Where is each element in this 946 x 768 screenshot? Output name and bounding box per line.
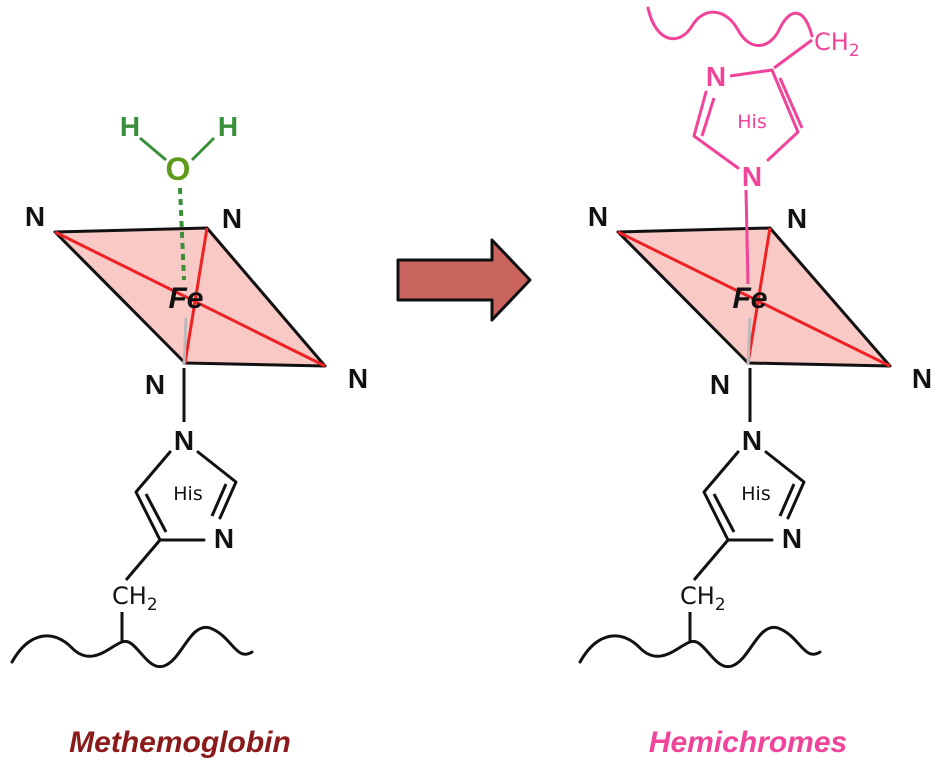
proximal-bond-hidden (182, 317, 188, 366)
distal-methylene-group: CH2 (814, 28, 860, 61)
distal-ring-left (692, 90, 740, 170)
hemichrome-nitrogen-1: N (588, 201, 608, 232)
hemichrome-histidine-label: His (741, 483, 770, 505)
hemichrome-methylene-group: CH2 (680, 582, 726, 615)
hemichrome-diagonal-2 (746, 227, 772, 364)
methemoglobin-structure: H H O Fe N N N N N N His CH2 (10, 111, 368, 669)
imidazole-nitrogen-2: N (214, 523, 234, 554)
hemichrome-double-bond-cn (778, 483, 796, 517)
distal-histidine-label: His (737, 111, 766, 133)
distal-methylene-bond (773, 38, 813, 70)
distal-imidazole-nitrogen-2: N (742, 161, 762, 192)
distal-histidine: CH2 N N His (646, 6, 860, 192)
right-arrow-icon (396, 238, 532, 322)
distal-ring-top (729, 68, 773, 78)
hemichrome-imidazole-nitrogen-1: N (742, 425, 762, 456)
o-h-bond-left (139, 136, 167, 162)
hemichrome-imidazole-nitrogen-2: N (782, 523, 802, 554)
hemichrome-double-bond-cc (712, 493, 736, 533)
hemichrome-proximal-histidine: N N His CH2 (578, 368, 822, 669)
hemichromes-structure: CH2 N N His Fe N N N N N (578, 6, 932, 669)
hemichrome-protein-backbone (578, 626, 822, 669)
o-h-bond-right (190, 136, 216, 162)
distal-double-bond-cn (700, 97, 716, 137)
imidazole-nitrogen-1: N (174, 425, 194, 456)
caption-hemichromes: Hemichromes (649, 726, 847, 759)
hemichrome-ring-right (764, 450, 806, 520)
histidine-label: His (173, 483, 202, 505)
water-ligand: H H O (120, 111, 238, 187)
n-fe-n-diagonal-1 (54, 230, 326, 368)
imidazole-ring-left (134, 450, 206, 542)
hemichrome-nitrogen-3: N (912, 363, 932, 394)
hydrogen-atom-right: H (218, 111, 238, 142)
hemichrome-ring-left (702, 450, 774, 542)
imidazole-double-bond-cc (144, 493, 168, 533)
hemichrome-diagonal-1 (617, 230, 891, 368)
iron-atom: Fe (168, 282, 203, 315)
oxygen-atom: O (166, 151, 191, 187)
distal-double-bond-cc (778, 77, 804, 129)
fe-water-coordination (178, 187, 186, 281)
fe-distal-histidine-bond (744, 189, 750, 285)
hemichrome-proximal-hidden (746, 317, 752, 366)
pyrrole-nitrogen-2: N (222, 203, 242, 234)
hemichrome-nitrogen-2: N (787, 203, 807, 234)
hemichrome-nitrogen-4: N (710, 369, 730, 400)
proximal-histidine: N N His CH2 (10, 368, 254, 669)
protein-backbone (10, 626, 254, 669)
n-fe-n-diagonal-2 (183, 227, 209, 364)
distal-protein-backbone (646, 6, 814, 47)
hydrogen-atom-left: H (120, 111, 140, 142)
caption-methemoglobin: Methemoglobin (69, 726, 291, 759)
methylene-group: CH2 (112, 582, 158, 615)
pyrrole-nitrogen-4: N (145, 369, 165, 400)
pyrrole-nitrogen-3: N (348, 363, 368, 394)
hemichrome-ring-methylene-bond (692, 539, 730, 581)
distal-imidazole-nitrogen-1: N (706, 61, 726, 92)
pyrrole-nitrogen-1: N (25, 201, 45, 232)
hemichrome-iron-atom: Fe (732, 282, 767, 315)
distal-ring-right (766, 68, 800, 162)
imidazole-ring-right (196, 450, 238, 520)
imidazole-double-bond-cn (210, 483, 228, 517)
ring-methylene-bond (124, 539, 162, 581)
